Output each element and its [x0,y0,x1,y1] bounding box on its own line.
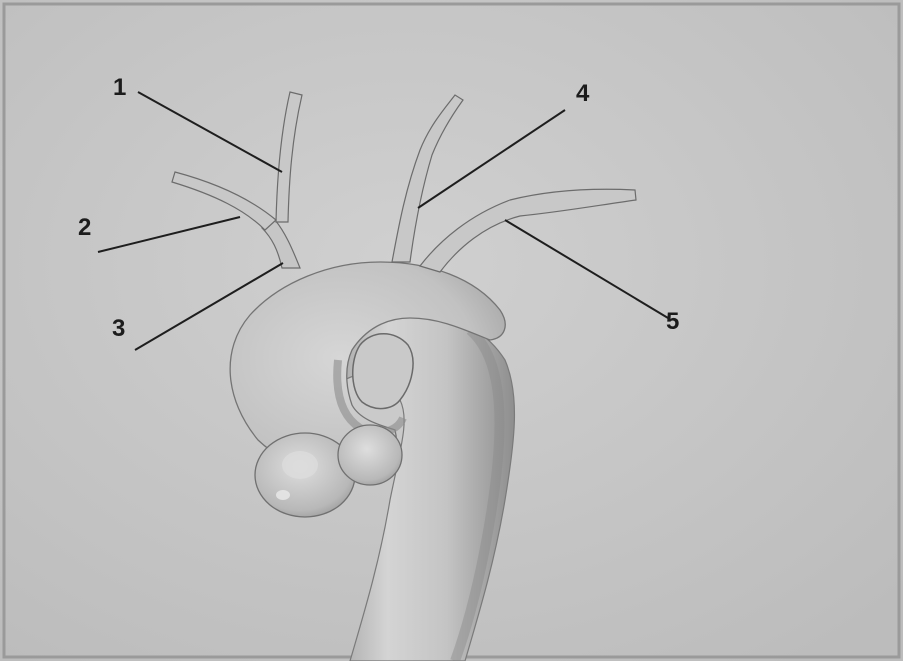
callout-label-1: 1 [113,74,126,101]
aortic-root-bulge-right [338,425,402,485]
aortic-root-highlight-small [276,490,290,500]
aortic-root-highlight [282,451,318,479]
callout-label-2: 2 [78,214,91,241]
callout-label-5: 5 [666,308,679,335]
callout-label-4: 4 [576,80,590,107]
callout-label-3: 3 [112,315,125,342]
